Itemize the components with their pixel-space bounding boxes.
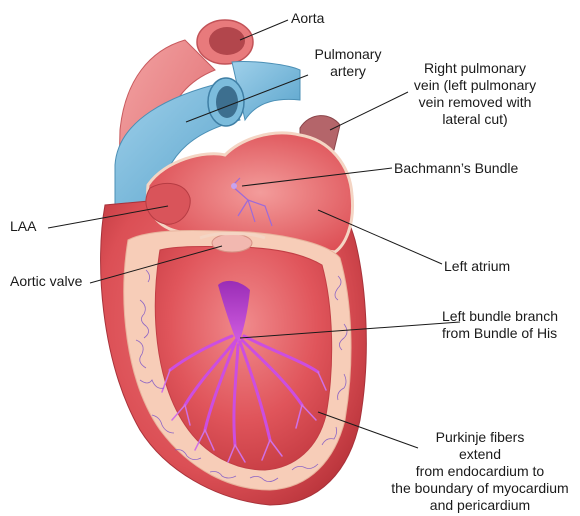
label-bachmanns-bundle: Bachmann’s Bundle [394, 160, 518, 177]
label-left-bundle-branch: Left bundle branch from Bundle of His [442, 308, 558, 342]
label-laa: LAA [10, 218, 36, 235]
label-aorta: Aorta [291, 10, 324, 27]
label-pulmonary-artery: Pulmonary artery [300, 46, 396, 80]
right-pulmonary-vein-leader [330, 92, 408, 130]
label-right-pulmonary-vein: Right pulmonary vein (left pulmonary vei… [400, 60, 550, 128]
label-left-atrium: Left atrium [444, 258, 510, 275]
label-aortic-valve: Aortic valve [10, 273, 82, 290]
label-purkinje-fibers: Purkinje fibers extend from endocardium … [382, 429, 578, 514]
aortic-valve [212, 234, 252, 252]
